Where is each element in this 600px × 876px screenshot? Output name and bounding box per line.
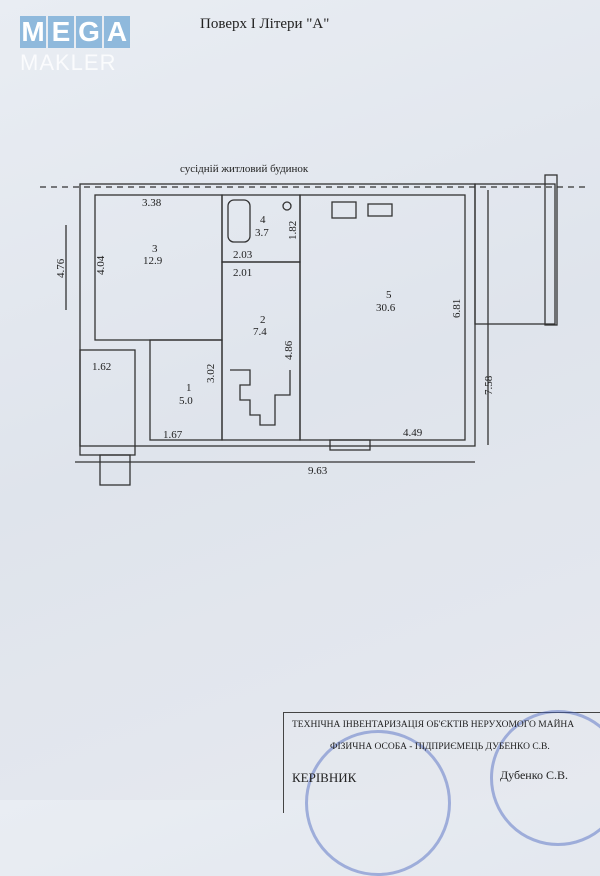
title-block-entity: ФІЗИЧНА ОСОБА - ПІДПРИЄМЕЦЬ ДУБЕНКО С.В. bbox=[330, 742, 550, 752]
annex bbox=[474, 183, 556, 325]
neighbor-label: сусідній житловий будинок bbox=[180, 163, 309, 175]
dim-2-01: 2.01 bbox=[233, 267, 252, 279]
dim-3-02: 3.02 bbox=[205, 364, 217, 383]
dim-3-38: 3.38 bbox=[142, 197, 162, 209]
stairs bbox=[230, 369, 291, 426]
title-block bbox=[283, 712, 600, 813]
room-1-number: 1 bbox=[186, 382, 192, 394]
room-4-area: 3.7 bbox=[255, 227, 269, 239]
annex-wall bbox=[544, 174, 558, 326]
sink bbox=[282, 201, 292, 211]
dim-4-76: 4.76 bbox=[55, 258, 67, 278]
stove bbox=[331, 201, 357, 219]
title-block-name: Дубенко С.В. bbox=[500, 768, 568, 782]
logo-letter: A bbox=[104, 16, 130, 48]
dim-6-81: 6.81 bbox=[451, 299, 463, 318]
title-block-org: ТЕХНІЧНА ІНВЕНТАРИЗАЦІЯ ОБ'ЄКТІВ НЕРУХОМ… bbox=[292, 720, 575, 730]
room-2-area: 7.4 bbox=[253, 326, 267, 338]
dim-4-86: 4.86 bbox=[283, 340, 295, 360]
room-3 bbox=[94, 194, 223, 341]
room-5-number: 5 bbox=[386, 289, 392, 301]
dim-4-04: 4.04 bbox=[95, 255, 107, 275]
outer-wall bbox=[79, 183, 476, 447]
logo-letter: G bbox=[76, 16, 102, 48]
room-5 bbox=[299, 194, 466, 441]
entrance-step bbox=[99, 454, 131, 486]
room-1-area: 5.0 bbox=[179, 395, 193, 407]
room-3-area: 12.9 bbox=[143, 255, 163, 267]
title-block-role: КЕРІВНИК bbox=[292, 770, 357, 785]
bathtub bbox=[227, 199, 251, 243]
floor-plan: сусідній житловий будинок 3.38 4.04 4.76… bbox=[40, 163, 590, 486]
room-2-number: 2 bbox=[260, 314, 266, 326]
dim-1-67: 1.67 bbox=[163, 429, 183, 441]
logo-letter: E bbox=[48, 16, 74, 48]
window bbox=[329, 439, 371, 451]
logo-makler: MAKLER bbox=[20, 50, 117, 75]
logo-letter: M bbox=[20, 16, 46, 48]
room-1 bbox=[149, 339, 223, 441]
room-4-number: 4 bbox=[260, 214, 266, 226]
kitchen-sink bbox=[367, 203, 393, 217]
room-3-number: 3 bbox=[152, 243, 158, 255]
mega-makler-logo: M E G A MAKLER bbox=[20, 16, 130, 76]
dim-1-82: 1.82 bbox=[287, 221, 299, 240]
page-title: Поверх I Літери "А" bbox=[200, 16, 330, 32]
dim-1-62: 1.62 bbox=[92, 361, 111, 373]
dim-7-58: 7.58 bbox=[483, 375, 495, 395]
room-5-area: 30.6 bbox=[376, 302, 396, 314]
dim-9-63: 9.63 bbox=[308, 465, 328, 477]
dim-4-49: 4.49 bbox=[403, 427, 423, 439]
dim-2-03: 2.03 bbox=[233, 249, 253, 261]
